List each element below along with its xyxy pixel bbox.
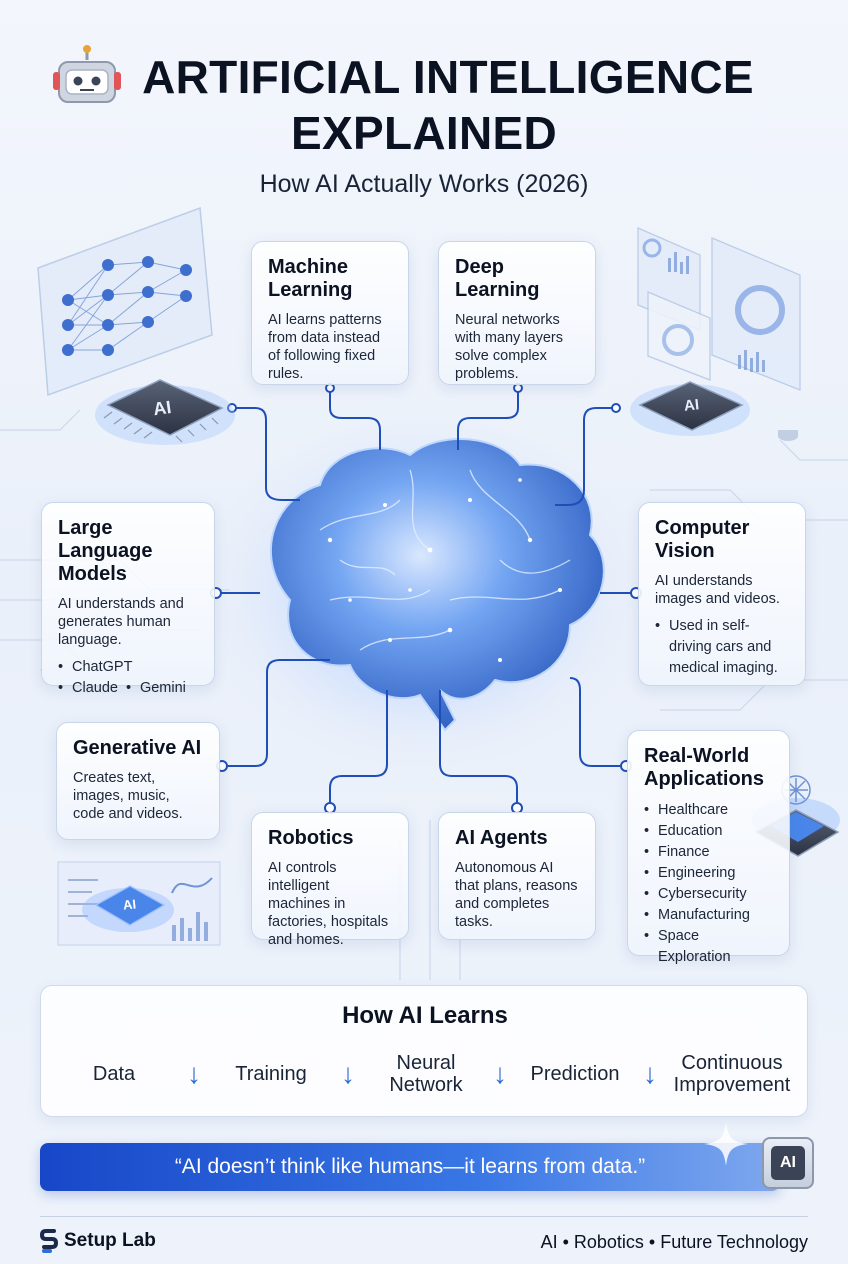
analytics-illustration [57, 861, 221, 946]
card-bullet: Cybersecurity [644, 884, 775, 905]
page-title-line-1: ARTIFICIAL INTELLIGENCE [142, 51, 754, 103]
llm-example: Gemini [126, 678, 186, 699]
sparkle-icon [704, 1122, 748, 1166]
card-real-world-applications: Real-World Applications Healthcare Educa… [627, 730, 790, 965]
card-generative-ai: Generative AI Creates text, images, musi… [56, 722, 220, 840]
card-bullet: Manufacturing [644, 905, 775, 926]
card-title: Generative AI [73, 737, 202, 759]
how-ai-learns-panel: How AI Learns Data ↓ Training ↓ Neural N… [40, 985, 808, 1117]
card-bullet: Engineering [644, 863, 775, 884]
card-large-language-models: Large Language Models AI understands and… [41, 502, 215, 699]
learn-step-continuous-improvement: Continuous Improvement [673, 1052, 791, 1096]
down-arrow-icon: ↓ [493, 1058, 507, 1089]
ai-chip-label: AI [771, 1146, 805, 1180]
footer-tagline: AI • Robotics • Future Technology [540, 1232, 808, 1252]
card-text: Autonomous AI that plans, reasons and co… [455, 860, 578, 930]
ai-chip-icon: AI [762, 1137, 814, 1189]
card-title: Real-World Applications [644, 745, 765, 790]
llm-example: Claude [58, 678, 118, 699]
neural-network-illustration [37, 206, 235, 445]
card-bullet: Healthcare [644, 800, 775, 821]
connector-lines [216, 388, 636, 808]
down-arrow-icon: ↓ [187, 1058, 201, 1089]
card-bullet: Education [644, 821, 775, 842]
card-bullet: Space Exploration [644, 926, 775, 968]
card-title: Large Language Models [58, 517, 153, 585]
down-arrow-icon: ↓ [341, 1058, 355, 1089]
card-robotics: Robotics AI controls intelligent machine… [251, 812, 409, 948]
card-bullets: Used in self-driving cars and medical im… [655, 616, 791, 679]
card-text: AI understands and generates human langu… [58, 596, 184, 648]
page-subtitle: How AI Actually Works (2026) [259, 170, 589, 198]
card-machine-learning: Machine Learning AI learns patterns from… [251, 241, 409, 385]
card-title: AI Agents [455, 827, 548, 849]
card-deep-learning: Deep Learning Neural networks with many … [438, 241, 596, 385]
footer-brand: Setup Lab [40, 1228, 156, 1254]
learn-step-prediction: Prediction [530, 1063, 620, 1085]
llm-example: ChatGPT [58, 657, 132, 678]
card-title: Computer Vision [655, 517, 750, 562]
card-bullet: Used in self-driving cars and medical im… [655, 616, 791, 679]
card-title: Deep Learning [455, 256, 540, 301]
brain-illustration [269, 438, 605, 732]
dashboard-illustration [630, 227, 801, 441]
learn-step-neural-network: Neural Network [389, 1052, 463, 1096]
left-chip-label: AI [152, 397, 173, 419]
right-chip-label: AI [683, 396, 700, 414]
bottom-left-chip-label: AI [122, 896, 136, 912]
brand-name: Setup Lab [64, 1230, 156, 1251]
card-text: AI controls intelligent machines in fact… [268, 860, 389, 948]
card-text: Creates text, images, music, code and vi… [73, 770, 183, 822]
card-bullets: Healthcare Education Finance Engineering… [644, 800, 775, 968]
card-title: Robotics [268, 827, 354, 849]
down-arrow-icon: ↓ [643, 1058, 657, 1089]
setup-lab-logo-icon [40, 1229, 58, 1253]
card-text: AI understands images and videos. [655, 573, 780, 607]
llm-examples: ChatGPTClaude Gemini [58, 657, 200, 699]
card-ai-agents: AI Agents Autonomous AI that plans, reas… [438, 812, 596, 940]
quote-banner: “AI doesn’t think like humans—it learns … [40, 1143, 780, 1191]
learn-step-training: Training [235, 1063, 307, 1085]
card-text: Neural networks with many layers solve c… [455, 312, 563, 382]
footer-divider [40, 1216, 808, 1217]
learn-step-data: Data [92, 1063, 136, 1085]
how-ai-learns-title: How AI Learns [342, 1002, 508, 1029]
card-text: AI learns patterns from data instead of … [268, 312, 382, 382]
card-title: Machine Learning [268, 256, 353, 301]
robot-icon [53, 45, 121, 103]
page-title-line-2: EXPLAINED [291, 107, 557, 159]
card-bullet: Finance [644, 842, 775, 863]
card-computer-vision: Computer Vision AI understands images an… [638, 502, 806, 686]
